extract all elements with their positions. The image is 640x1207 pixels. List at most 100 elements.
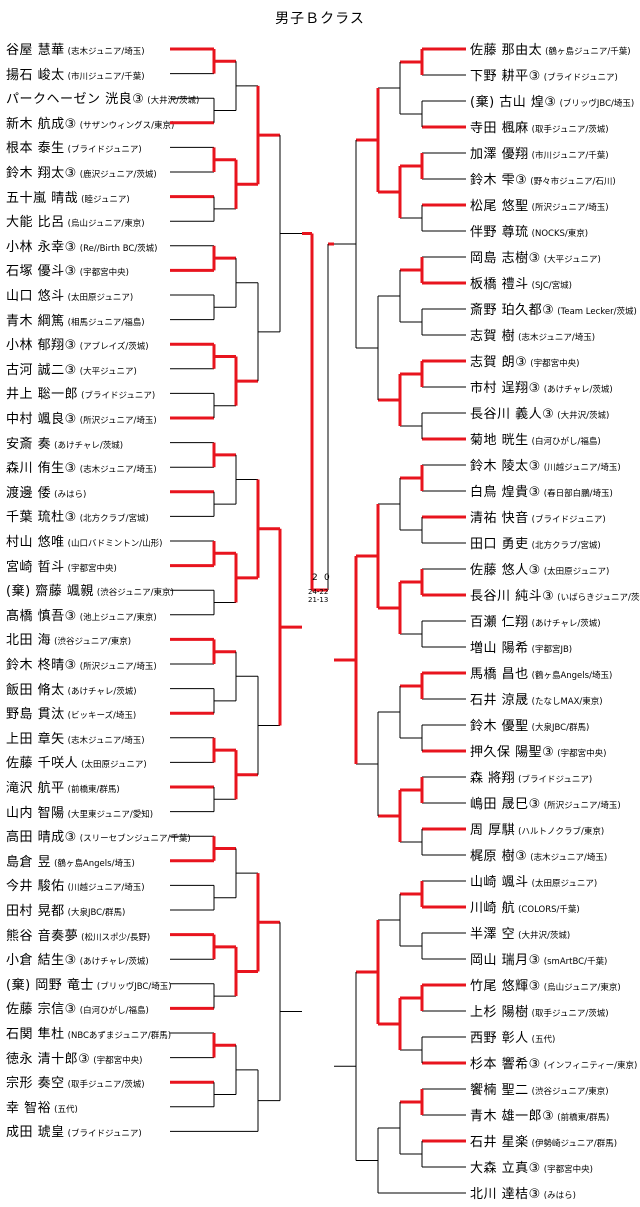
right-player-row: 寺田 楓麻(取手ジュニア/茨城) <box>470 116 636 138</box>
left-player-row: 根本 泰生(ブライドジュニア) <box>6 136 168 158</box>
player-name: 志賀 朗③ <box>470 355 528 370</box>
player-name: 大能 比呂 <box>6 215 65 231</box>
player-team: (鹿沢ジュニア/茨城) <box>79 170 157 180</box>
right-player-row: 板橋 禮斗(SJC/宮城) <box>470 272 636 294</box>
player-team: (宇都宮中央) <box>557 749 607 759</box>
player-team: (相馬ジュニア/福島) <box>67 317 145 328</box>
player-name: 鈴木 優聖 <box>470 719 529 734</box>
right-player-row: 川崎 航(COLORS/千葉) <box>470 896 636 918</box>
right-player-row: 長谷川 純斗③(いばらきジュニア/茨城) <box>470 584 640 606</box>
player-team: (あけチャレ/茨城) <box>531 619 601 629</box>
left-player-row: 宗形 奏空(取手ジュニア/茨城) <box>6 1071 168 1093</box>
player-team: (大泉JBC/群馬) <box>531 723 590 733</box>
player-name: 鈴木 翔太③ <box>6 166 77 181</box>
player-name: 長谷川 義人③ <box>470 407 555 422</box>
player-name: 饗楠 聖二 <box>470 1083 529 1098</box>
right-player-row: 北川 達桔③(みはら) <box>470 1182 636 1204</box>
player-team: (伊勢崎ジュニア/群馬) <box>531 1139 618 1149</box>
player-team: (大里東ジュニア/愛知) <box>67 809 154 820</box>
player-team: (山口バドミントン/山形) <box>67 539 163 549</box>
right-player-row: 斎野 珀久都③(Team Lecker/茨城) <box>470 298 637 320</box>
right-player-row: 周 厚騏(ハルトノクラブ/東京) <box>470 818 636 840</box>
left-player-row: 野島 貫汰(ビッキーズ/埼玉) <box>6 702 168 724</box>
player-name: 揚石 峻太 <box>6 67 65 83</box>
player-name: 森川 侑生③ <box>6 461 77 477</box>
player-team: (太田原ジュニア) <box>81 760 147 771</box>
player-name: 山内 智陽 <box>6 805 65 821</box>
player-name: 川崎 航 <box>470 901 516 916</box>
left-player-row: 上田 章矢(志木ジュニア/埼玉) <box>6 727 168 749</box>
player-name: 北川 達桔③ <box>470 1187 541 1202</box>
player-name: (棄) 齋藤 颯親 <box>6 584 94 600</box>
left-player-row: 島倉 昱(鶴ヶ島Angels/埼玉) <box>6 850 168 872</box>
player-name: 杉本 響希③ <box>470 1057 541 1072</box>
left-player-row: 今井 駿佑(川越ジュニア/埼玉) <box>6 874 168 896</box>
right-player-row: 鈴木 陵太③(川越ジュニア/埼玉) <box>470 454 636 476</box>
left-player-row: 鈴木 翔太③(鹿沢ジュニア/茨城) <box>6 161 168 183</box>
left-player-row: 山内 智陽(大里東ジュニア/愛知) <box>6 801 168 823</box>
player-team: (宇都宮中央) <box>79 268 129 279</box>
left-player-row: 鈴木 柊晴③(所沢ジュニア/埼玉) <box>6 653 168 675</box>
player-team: (志木ジュニア/埼玉) <box>67 735 145 746</box>
player-team: (所沢ジュニア/埼玉) <box>79 662 157 672</box>
player-team: (いばらきジュニア/茨城) <box>557 593 640 603</box>
player-team: (ブリッヴJBC/埼玉) <box>96 981 172 992</box>
final-left-mark: 2 <box>312 573 318 583</box>
player-team: (池上ジュニア/東京) <box>79 612 157 623</box>
right-player-row: 加澤 優翔(市川ジュニア/千葉) <box>470 142 636 164</box>
player-team: (前橋東/群馬) <box>67 785 120 795</box>
player-name: 市村 逞翔③ <box>470 381 541 396</box>
player-name: 佐藤 悠人③ <box>470 563 541 578</box>
player-team: (渋谷ジュニア/東京) <box>96 588 174 599</box>
player-name: パークヘーゼン 洸良③ <box>6 92 145 108</box>
player-team: (スリーセブンジュニア/千葉) <box>79 834 191 845</box>
player-name: 熊谷 音奏夢 <box>6 928 79 944</box>
player-name: 小林 永幸③ <box>6 239 77 255</box>
player-team: (SJC/宮城) <box>531 281 572 291</box>
left-player-row: パークヘーゼン 洸良③(大井沢/茨城) <box>6 87 199 109</box>
player-name: (棄) 岡野 竜士 <box>6 977 94 993</box>
player-team: (市川ジュニア/千葉) <box>67 71 145 82</box>
right-player-row: 大森 立真③(宇都宮中央) <box>470 1156 636 1178</box>
left-player-row: 滝沢 航平(前橋東/群馬) <box>6 776 168 798</box>
right-player-row: 青木 雄一郎③(前橋東/群馬) <box>470 1104 636 1126</box>
right-player-row: 市村 逞翔③(あけチャレ/茨城) <box>470 376 636 398</box>
player-name: 志賀 樹 <box>470 329 516 344</box>
player-team: (太田原ジュニア) <box>531 879 598 889</box>
player-team: (前橋東/群馬) <box>557 1113 610 1123</box>
player-name: 谷屋 慧華 <box>6 43 65 58</box>
right-player-row: 饗楠 聖二(渋谷ジュニア/東京) <box>470 1078 636 1100</box>
player-team: (ブライドジュニア) <box>543 73 618 83</box>
player-name: 青木 雄一郎③ <box>470 1109 555 1124</box>
player-team: (春日部白鵬/埼玉) <box>543 489 613 499</box>
left-player-row: 新木 航成③(サザンウィングス/東京) <box>6 112 174 134</box>
player-team: (白河ひがし/福島) <box>79 1006 149 1017</box>
player-name: 宗形 奏空 <box>6 1076 65 1092</box>
player-name: 岡島 志樹③ <box>470 251 541 266</box>
right-player-row: 志賀 樹(志木ジュニア/埼玉) <box>470 324 636 346</box>
player-name: 板橋 禮斗 <box>470 277 529 292</box>
player-team: (COLORS/千葉) <box>518 905 580 915</box>
left-player-row: 安斎 奏(あけチャレ/茨城) <box>6 432 168 454</box>
player-name: 村山 悠唯 <box>6 535 65 550</box>
player-name: 半澤 空 <box>470 927 516 942</box>
right-player-row: 佐藤 悠人③(太田原ジュニア) <box>470 558 636 580</box>
player-name: 岡山 瑞月③ <box>470 953 541 968</box>
player-team: (NBCあずまジュニア/群馬) <box>67 1031 172 1041</box>
right-player-row: 菊地 晄生(白河ひがし/福島) <box>470 428 636 450</box>
left-player-row: 成田 琥皇(ブライドジュニア) <box>6 1120 168 1142</box>
player-team: (渋谷ジュニア/東京) <box>54 637 132 648</box>
right-player-row: 白鳥 煌貴③(春日部白鵬/埼玉) <box>470 480 636 502</box>
player-team: (川越ジュニア/埼玉) <box>67 883 145 894</box>
player-name: 馬橋 昌也 <box>470 667 529 682</box>
player-name: 今井 駿佑 <box>6 879 65 895</box>
player-team: (太田原ジュニア) <box>543 567 610 577</box>
left-player-row: 揚石 峻太(市川ジュニア/千葉) <box>6 63 168 85</box>
right-player-row: 百瀬 仁翔(あけチャレ/茨城) <box>470 610 636 632</box>
player-name: 周 厚騏 <box>470 823 516 838</box>
right-player-row: 森 將翔(ブライドジュニア) <box>470 766 636 788</box>
left-player-row: 大能 比呂(烏山ジュニア/東京) <box>6 210 168 232</box>
player-team: (Re//Birth BC/茨城) <box>79 243 158 254</box>
player-team: (取手ジュニア/茨城) <box>67 1080 145 1091</box>
player-team: (ブリッヴJBC/埼玉) <box>559 99 635 109</box>
